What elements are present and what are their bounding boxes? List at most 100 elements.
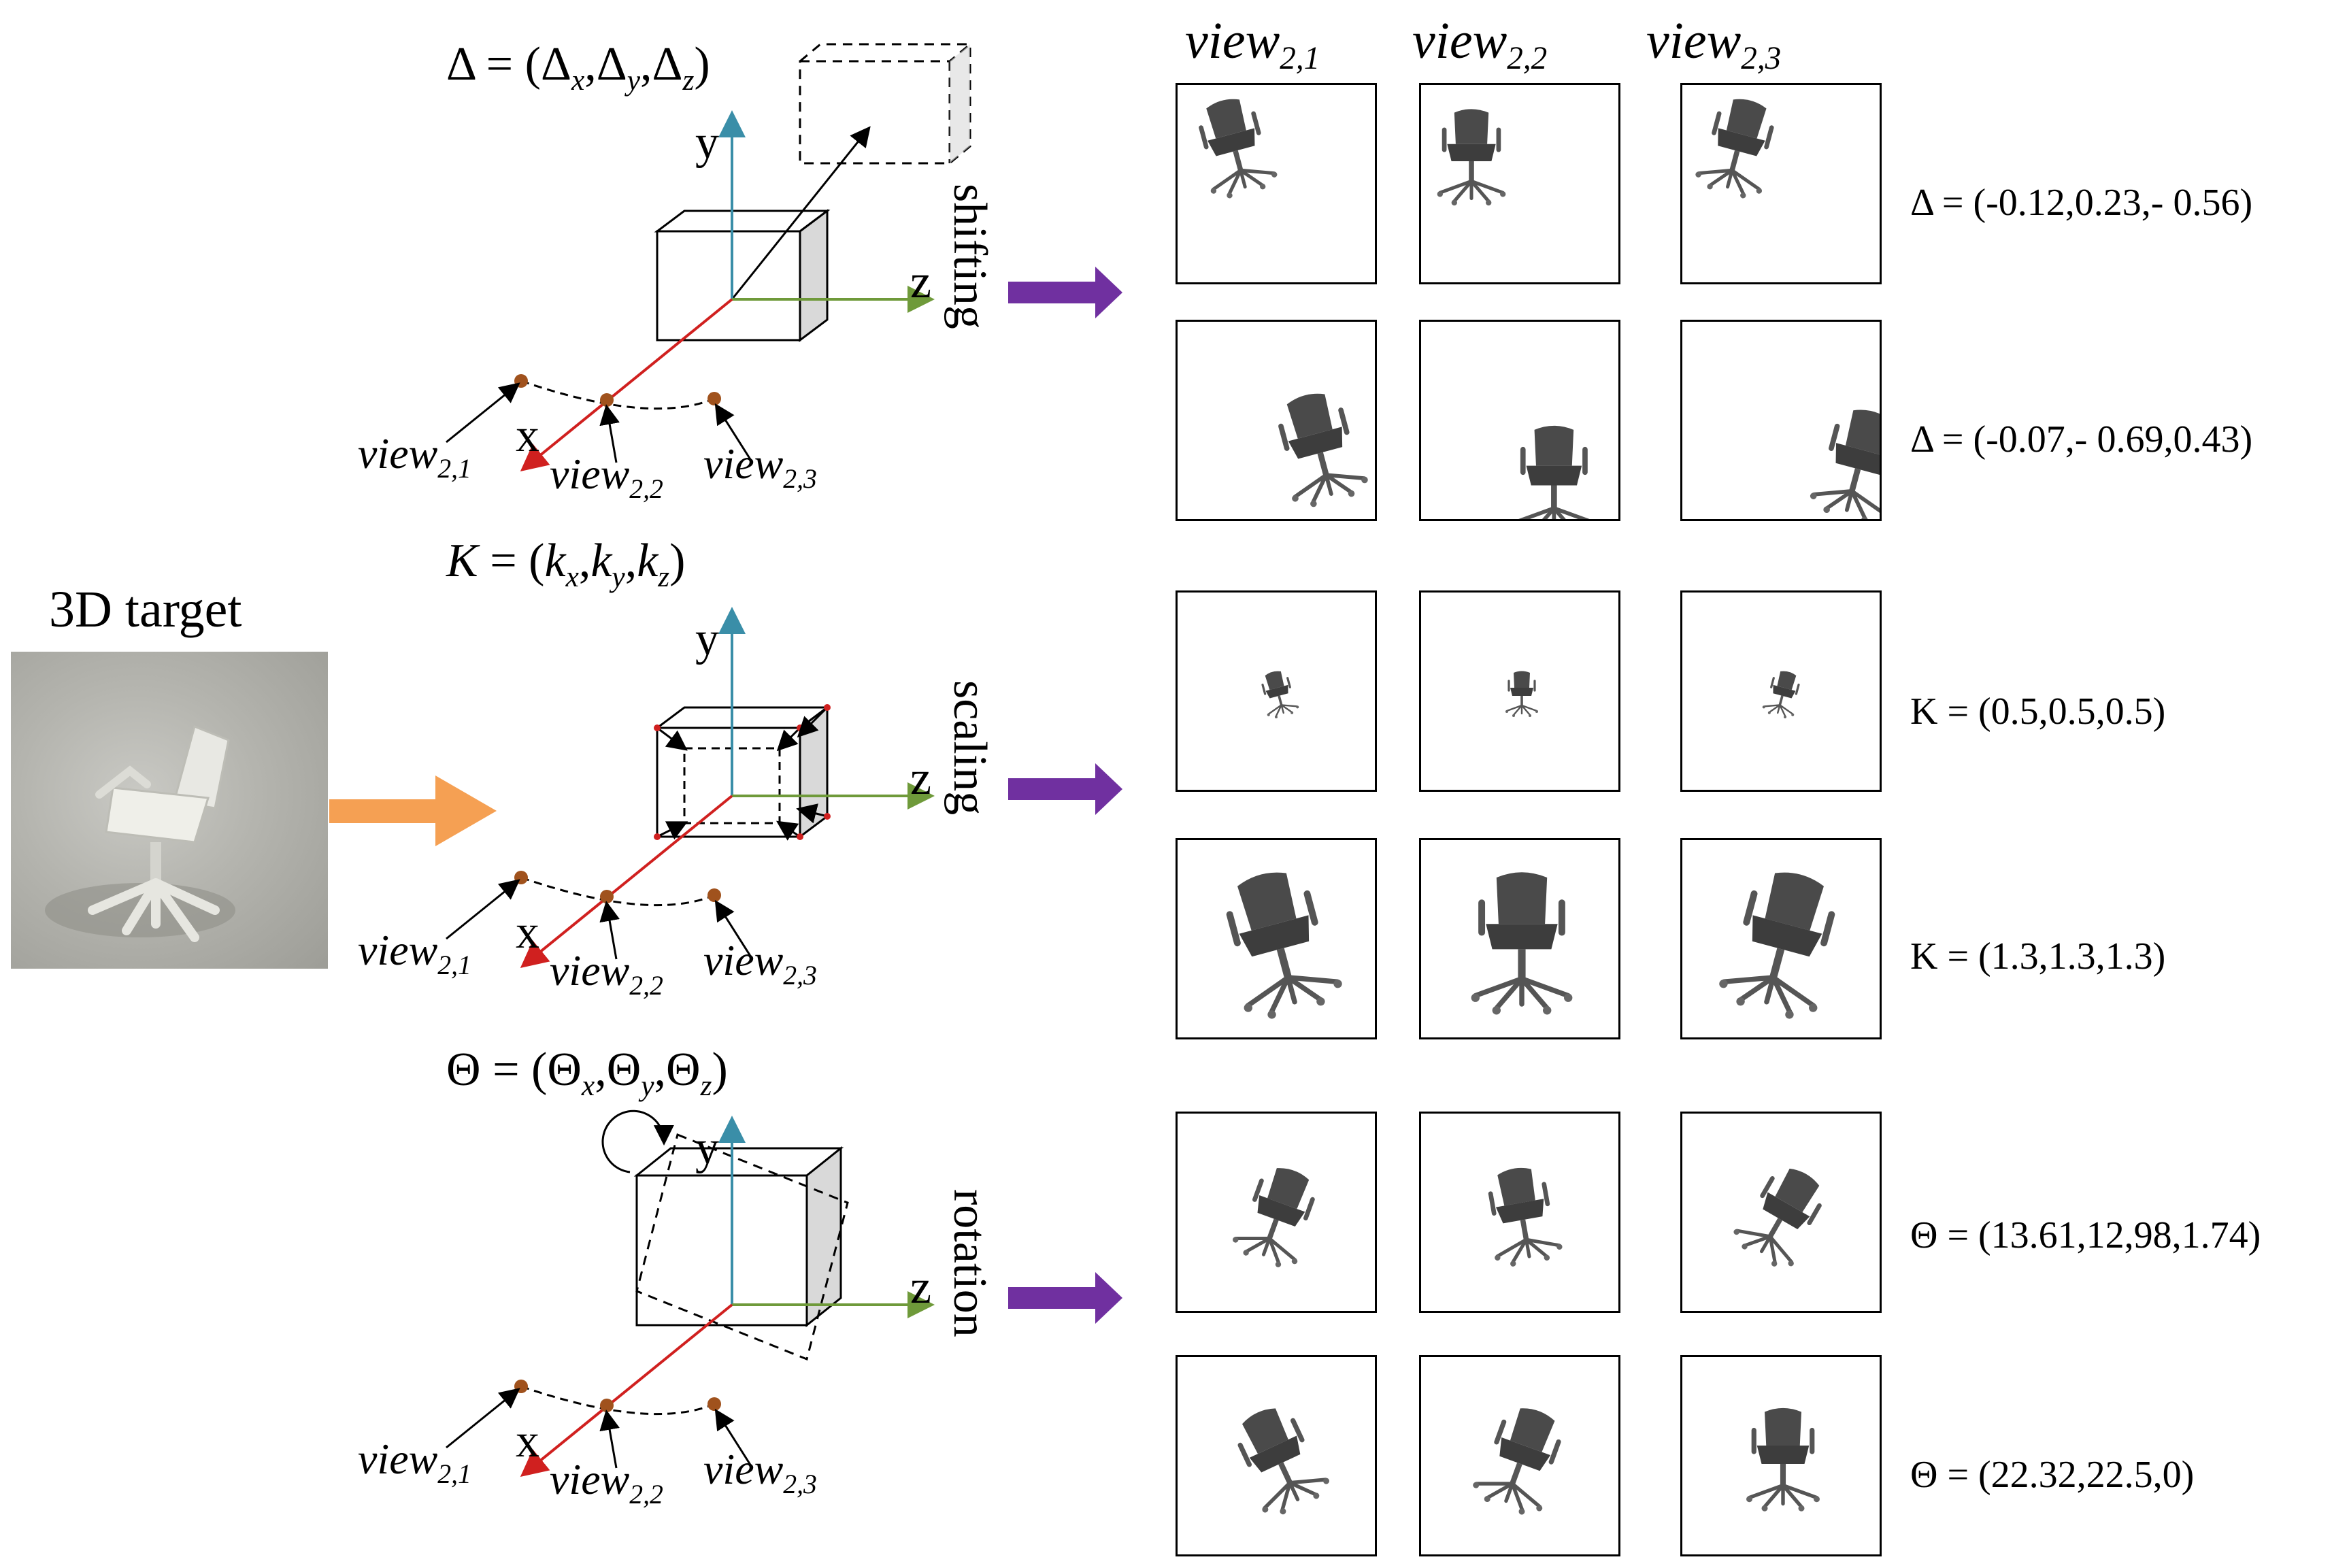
- corner-dot-2: [654, 833, 661, 840]
- chair-render: [1278, 393, 1368, 507]
- formula-eq: = (: [478, 535, 545, 587]
- camera-pointer-3: [714, 1408, 754, 1469]
- operation-label-shifting: shifting: [944, 184, 996, 329]
- corner-dot-5: [824, 813, 831, 820]
- camera-pointer-1: [446, 879, 520, 940]
- chair-render: [1810, 410, 1880, 519]
- box-side: [805, 1146, 842, 1328]
- tile-shifting-1-2: [1419, 83, 1620, 284]
- chair-icon: [1471, 872, 1573, 1015]
- formula-sub-1: y: [641, 1069, 654, 1103]
- tile-rotation-1-2: [1419, 1112, 1620, 1313]
- camera-pointer-1: [446, 382, 520, 444]
- camera-label-2: view2,2: [550, 450, 663, 503]
- params-rotation-1: Θ = (13.61,12,98,1.74): [1910, 1214, 2261, 1256]
- tile-scaling-1-1: [1176, 590, 1377, 792]
- chair-render: [1199, 99, 1278, 199]
- box-top: [654, 210, 831, 233]
- formula-shifting: Δ = (Δx,Δy,Δz): [446, 38, 710, 95]
- tile-shifting-2-1: [1176, 320, 1377, 521]
- chair-icon: [1261, 671, 1299, 718]
- scale-arrow-3: [776, 820, 801, 841]
- params-scaling-1: K = (0.5,0.5,0.5): [1910, 690, 2166, 733]
- camera-label-text: view: [550, 1455, 630, 1503]
- x-axis-label: x: [516, 410, 539, 462]
- x-axis-label: x: [516, 906, 539, 958]
- camera-label-2: view2,2: [550, 949, 663, 999]
- z-axis-label: z: [910, 256, 932, 308]
- formula-comma-1: ,: [654, 1044, 667, 1096]
- formula-eq: = (: [480, 1044, 548, 1096]
- scale-arrow-4: [797, 706, 829, 738]
- camera-path: [520, 1385, 715, 1416]
- camera-label-sub: 2,2: [629, 970, 663, 1001]
- x-axis-label: x: [516, 1415, 539, 1467]
- formula-scaling: K = (kx,ky,kz): [446, 535, 686, 592]
- camera-label-sub: 2,2: [629, 473, 663, 504]
- x-axis: [520, 795, 733, 969]
- chair-icon: [1505, 671, 1538, 717]
- tile-rotation-2-3: [1680, 1355, 1882, 1556]
- scale-arrow-2: [656, 821, 688, 840]
- corner-dot-3: [797, 833, 803, 840]
- z-axis-label: z: [910, 1261, 932, 1314]
- chair-icon: [1746, 1407, 1820, 1512]
- box-side: [799, 705, 829, 839]
- formula-sub-0: x: [571, 64, 585, 97]
- formula-sub-2: z: [700, 1069, 712, 1103]
- camera-label-3: view2,3: [703, 1445, 817, 1498]
- rotated-box: [635, 1133, 849, 1361]
- column-header-3: view2,3: [1646, 12, 1782, 77]
- chair-render: [1695, 99, 1774, 199]
- camera-label-text: view: [550, 450, 630, 498]
- chair-icon: [1199, 99, 1278, 199]
- shifted-box: [799, 41, 971, 165]
- camera-label-3: view2,3: [703, 936, 817, 989]
- chair-icon: [1226, 872, 1342, 1019]
- camera-pointer-2: [599, 404, 620, 463]
- x-axis: [520, 1303, 733, 1478]
- chair-icon: [1762, 671, 1800, 718]
- box-top: [654, 706, 831, 729]
- tile-scaling-1-3: [1680, 590, 1882, 792]
- formula-term-1: Θ: [606, 1044, 642, 1096]
- target-label: 3D target: [49, 581, 242, 638]
- tile-rotation-1-1: [1176, 1112, 1377, 1313]
- corner-dot-0: [654, 724, 661, 731]
- camera-label-text: view: [358, 1435, 438, 1483]
- formula-lhs: K: [446, 535, 478, 587]
- camera-dot-2: [600, 890, 614, 903]
- chair-icon: [1695, 99, 1774, 199]
- formula-close: ): [669, 535, 686, 587]
- chair-icon: [1437, 109, 1506, 206]
- chair-icon: [1278, 393, 1368, 507]
- camera-label-text: view: [703, 936, 784, 984]
- chair-icon: [1488, 1167, 1563, 1267]
- camera-label-text: view: [703, 439, 784, 488]
- camera-label-text: view: [703, 1445, 784, 1493]
- camera-label-text: view: [358, 926, 438, 974]
- camera-label-2: view2,2: [550, 1455, 663, 1508]
- formula-comma-1: ,: [624, 535, 637, 587]
- params-shifting-1: Δ = (-0.12,0.23,- 0.56): [1910, 182, 2253, 224]
- box-front: [656, 230, 801, 341]
- camera-label-sub: 2,1: [437, 453, 471, 484]
- formula-term-1: Δ: [596, 38, 627, 90]
- tile-shifting-2-2: [1419, 320, 1620, 521]
- camera-label-sub: 2,2: [629, 1479, 663, 1509]
- formula-term-0: Δ: [540, 38, 571, 90]
- chair-render: [1232, 1168, 1315, 1267]
- camera-label-sub: 2,3: [783, 463, 817, 494]
- formula-comma-0: ,: [595, 1044, 607, 1096]
- formula-sub-1: y: [612, 561, 625, 594]
- target-chair-drawing: [45, 724, 235, 942]
- camera-pointer-3: [714, 899, 754, 960]
- chair-render: [1237, 1408, 1330, 1515]
- operation-label-scaling: scaling: [944, 680, 996, 816]
- formula-term-0: Θ: [547, 1044, 582, 1096]
- diagram-scaling: [446, 607, 1122, 969]
- chair-render: [1719, 872, 1835, 1019]
- chair-render: [1518, 425, 1590, 519]
- chair-render: [1437, 109, 1506, 206]
- camera-label-3: view2,3: [703, 439, 817, 493]
